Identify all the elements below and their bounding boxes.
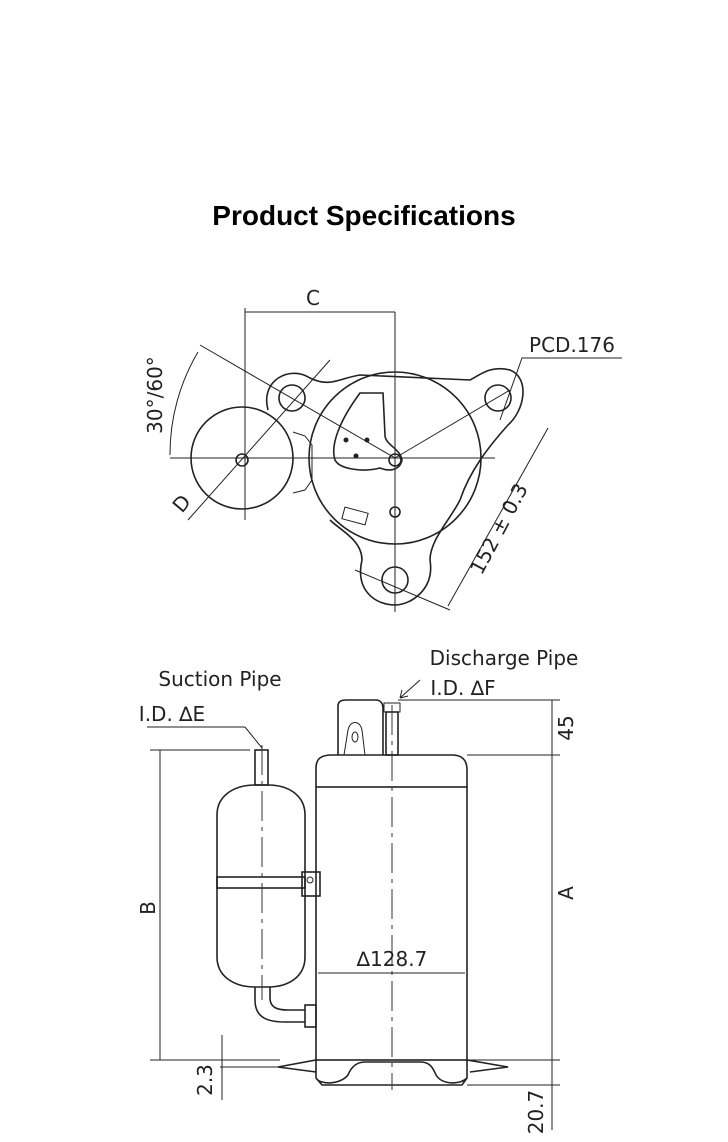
discharge-id-label: I.D. ∆F — [430, 676, 495, 700]
page-title: Product Specifications — [212, 200, 516, 231]
terminal-cover-side — [337, 699, 384, 755]
dim-b-label: B — [136, 901, 160, 915]
dim-foot-label: 20.7 — [524, 1090, 548, 1135]
connecting-pipe — [254, 987, 305, 1023]
discharge-pipe-label: Discharge Pipe — [430, 646, 579, 670]
mounting-base — [277, 1059, 509, 1086]
dim-d-label: D — [167, 490, 195, 517]
dim-base-gap-label: 2.3 — [193, 1064, 217, 1096]
accumulator-bracket — [292, 431, 313, 494]
suction-leader — [147, 726, 263, 749]
terminal-pin — [343, 437, 349, 443]
span-label: 152 ± 0.3 — [465, 479, 533, 578]
dim-top-label: 45 — [554, 715, 578, 740]
side-view: 45 A 20.7 B 2.3 ∆128.7 Suction Pipe I.D.… — [136, 646, 578, 1134]
dim-a-label: A — [554, 886, 578, 900]
mounting-plate-outline — [265, 367, 524, 606]
terminal-cover — [333, 392, 403, 471]
suction-id-label: I.D. ∆E — [139, 702, 205, 726]
discharge-arrow — [399, 679, 421, 699]
pcd-leader — [499, 357, 622, 421]
dim-c-label: C — [306, 286, 320, 310]
pipe-fitting — [304, 1004, 317, 1028]
diameter-label: ∆128.7 — [356, 947, 428, 971]
mount-hole — [484, 384, 512, 412]
angle-arc — [169, 351, 199, 456]
angle-label: 30°/60° — [143, 356, 167, 434]
pcd-label: PCD.176 — [529, 333, 615, 357]
suction-pipe-label: Suction Pipe — [158, 667, 281, 691]
ground-terminal — [341, 506, 369, 526]
top-view: C 30°/60° D PCD.176 152 ± 0.3 — [143, 286, 622, 612]
band-bracket — [301, 871, 321, 897]
mount-hole — [278, 384, 306, 412]
lug — [343, 722, 366, 756]
suction-port — [235, 453, 249, 467]
span-dim-line — [447, 427, 549, 607]
accumulator — [216, 784, 306, 988]
terminal-pin — [353, 453, 359, 459]
accumulator-band — [216, 876, 306, 889]
